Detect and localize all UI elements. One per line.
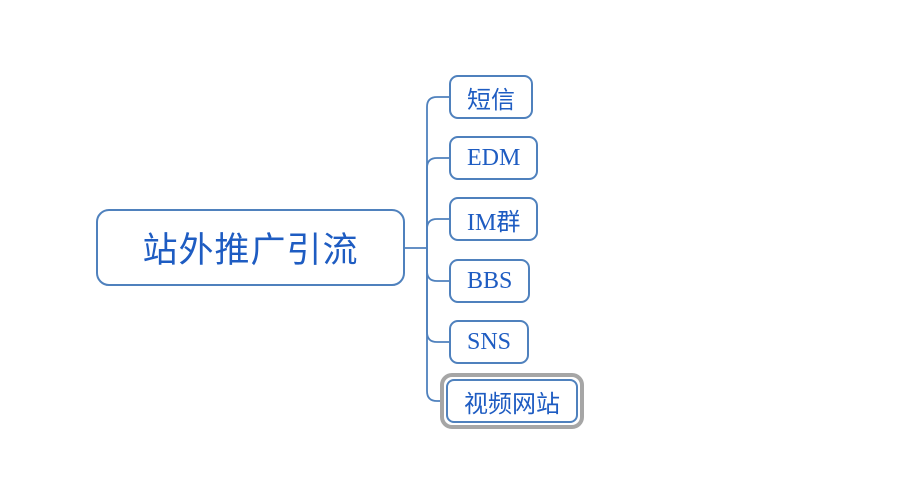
node-sms-label: 短信	[467, 87, 515, 114]
node-root[interactable]: 站外推广引流	[96, 209, 405, 286]
node-edm[interactable]: EDM	[449, 136, 539, 180]
node-bbs-label: BBS	[467, 267, 513, 294]
node-video-sites-label: 视频网站	[464, 391, 560, 418]
connector-branch-sms	[426, 96, 449, 248]
node-edm-label: EDM	[467, 144, 521, 171]
node-im-group-label: IM群	[467, 209, 521, 236]
connector-branch-video-sites	[426, 248, 440, 402]
connector-branch-sns	[426, 248, 449, 343]
node-sms[interactable]: 短信	[449, 75, 533, 119]
node-bbs[interactable]: BBS	[449, 259, 531, 303]
connector-branch-im-group	[426, 218, 449, 248]
node-sns-label: SNS	[467, 328, 512, 355]
node-im-group[interactable]: IM群	[449, 197, 539, 241]
node-root-label: 站外推广引流	[142, 231, 359, 270]
connector-branch-edm	[426, 157, 449, 248]
selection-ring: 视频网站	[440, 373, 584, 429]
node-video-sites[interactable]: 视频网站	[446, 379, 578, 423]
node-sns[interactable]: SNS	[449, 320, 530, 364]
connector-branch-bbs	[426, 248, 449, 282]
